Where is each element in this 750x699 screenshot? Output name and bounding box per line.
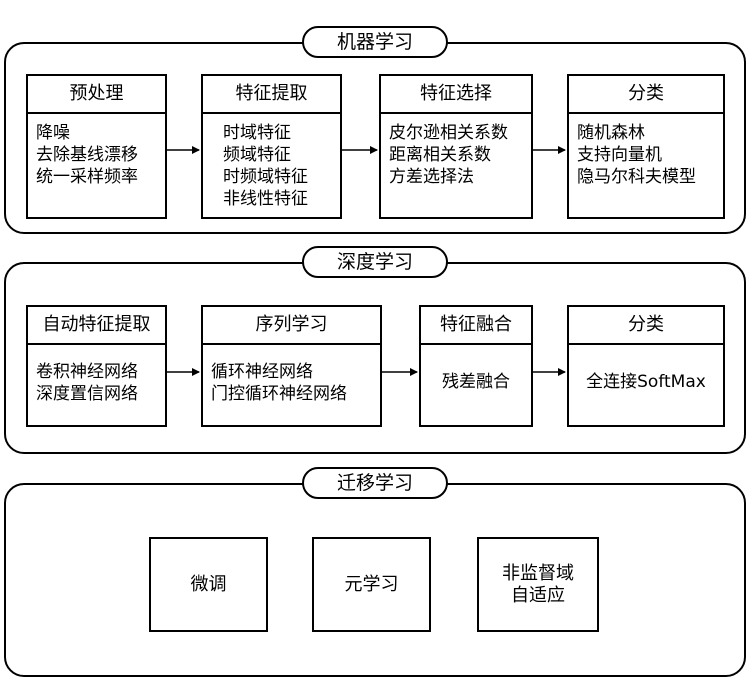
tl-box-domain-adaptation: 非监督域 自适应	[477, 537, 599, 632]
dl-card-fusion-items: 残差融合	[421, 345, 531, 401]
list-item: 支持向量机	[577, 145, 662, 165]
ml-card-classification-title: 分类	[569, 76, 723, 114]
dl-card-auto-feature-items: 卷积神经网络 深度置信网络	[28, 345, 165, 413]
list-item: 循环神经网络	[211, 362, 313, 382]
list-item: 深度置信网络	[36, 384, 138, 404]
list-item: 降噪	[36, 123, 70, 143]
list-item: 时频域特征	[223, 167, 308, 187]
list-item: 频域特征	[223, 145, 291, 165]
dl-section-title: 深度学习	[302, 246, 448, 278]
tl-section-title: 迁移学习	[302, 467, 448, 499]
dl-card-auto-feature: 自动特征提取 卷积神经网络 深度置信网络	[26, 305, 167, 427]
list-item: 非线性特征	[223, 189, 308, 209]
ml-card-feature-extraction: 特征提取 时域特征 频域特征 时频域特征 非线性特征	[201, 74, 342, 219]
list-item: 隐马尔科夫模型	[577, 167, 696, 187]
list-item: 皮尔逊相关系数	[389, 123, 508, 143]
list-item: 时域特征	[223, 123, 291, 143]
ml-card-feature-extraction-items: 时域特征 频域特征 时频域特征 非线性特征	[203, 114, 340, 218]
ml-card-classification: 分类 随机森林 支持向量机 隐马尔科夫模型	[567, 74, 725, 219]
dl-card-sequence: 序列学习 循环神经网络 门控循环神经网络	[201, 305, 382, 427]
dl-card-fusion-title: 特征融合	[421, 307, 531, 345]
list-item: 距离相关系数	[389, 145, 491, 165]
dl-card-classification: 分类 全连接SoftMax	[567, 305, 725, 427]
ml-card-feature-selection: 特征选择 皮尔逊相关系数 距离相关系数 方差选择法	[379, 74, 533, 219]
list-item: 去除基线漂移	[36, 145, 138, 165]
dl-card-sequence-items: 循环神经网络 门控循环神经网络	[203, 345, 380, 413]
ml-card-preprocess-items: 降噪 去除基线漂移 统一采样频率	[28, 114, 165, 196]
dl-card-fusion: 特征融合 残差融合	[419, 305, 533, 427]
list-item: 残差融合	[442, 372, 510, 392]
ml-card-preprocess-title: 预处理	[28, 76, 165, 114]
list-item: 门控循环神经网络	[211, 384, 347, 404]
box-label: 自适应	[511, 584, 565, 606]
ml-section-title: 机器学习	[302, 26, 448, 58]
ml-card-preprocess: 预处理 降噪 去除基线漂移 统一采样频率	[26, 74, 167, 219]
ml-card-feature-selection-items: 皮尔逊相关系数 距离相关系数 方差选择法	[381, 114, 531, 196]
ml-card-feature-selection-title: 特征选择	[381, 76, 531, 114]
dl-card-sequence-title: 序列学习	[203, 307, 380, 345]
dl-card-classification-title: 分类	[569, 307, 723, 345]
dl-card-auto-feature-title: 自动特征提取	[28, 307, 165, 345]
box-label: 微调	[190, 573, 227, 595]
list-item: 方差选择法	[389, 167, 474, 187]
box-label: 元学习	[344, 573, 399, 595]
box-label: 非监督域	[502, 562, 574, 584]
ml-card-feature-extraction-title: 特征提取	[203, 76, 340, 114]
tl-box-finetune: 微调	[149, 537, 268, 632]
dl-card-classification-items: 全连接SoftMax	[569, 345, 723, 401]
list-item: 卷积神经网络	[36, 362, 138, 382]
list-item: 统一采样频率	[36, 167, 138, 187]
ml-card-classification-items: 随机森林 支持向量机 隐马尔科夫模型	[569, 114, 723, 196]
tl-box-meta-learning: 元学习	[312, 537, 431, 632]
list-item: 全连接SoftMax	[586, 372, 706, 392]
list-item: 随机森林	[577, 123, 645, 143]
